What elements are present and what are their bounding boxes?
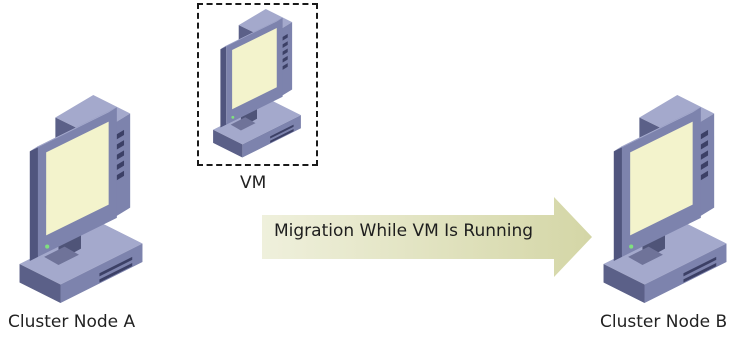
vm-label: VM bbox=[240, 173, 267, 193]
right-arrow-icon bbox=[262, 197, 592, 277]
vm-dashed-box bbox=[197, 3, 318, 166]
cluster-node-b-label: Cluster Node B bbox=[600, 312, 728, 332]
cluster-node-a-computer-icon bbox=[19, 95, 143, 303]
cluster-node-a-label: Cluster Node A bbox=[8, 312, 136, 332]
cluster-node-b-computer-icon bbox=[603, 95, 727, 303]
migration-arrow-label: Migration While VM Is Running bbox=[274, 221, 534, 241]
vm-computer-icon bbox=[213, 9, 301, 158]
migration-arrow: Migration While VM Is Running bbox=[262, 197, 592, 281]
